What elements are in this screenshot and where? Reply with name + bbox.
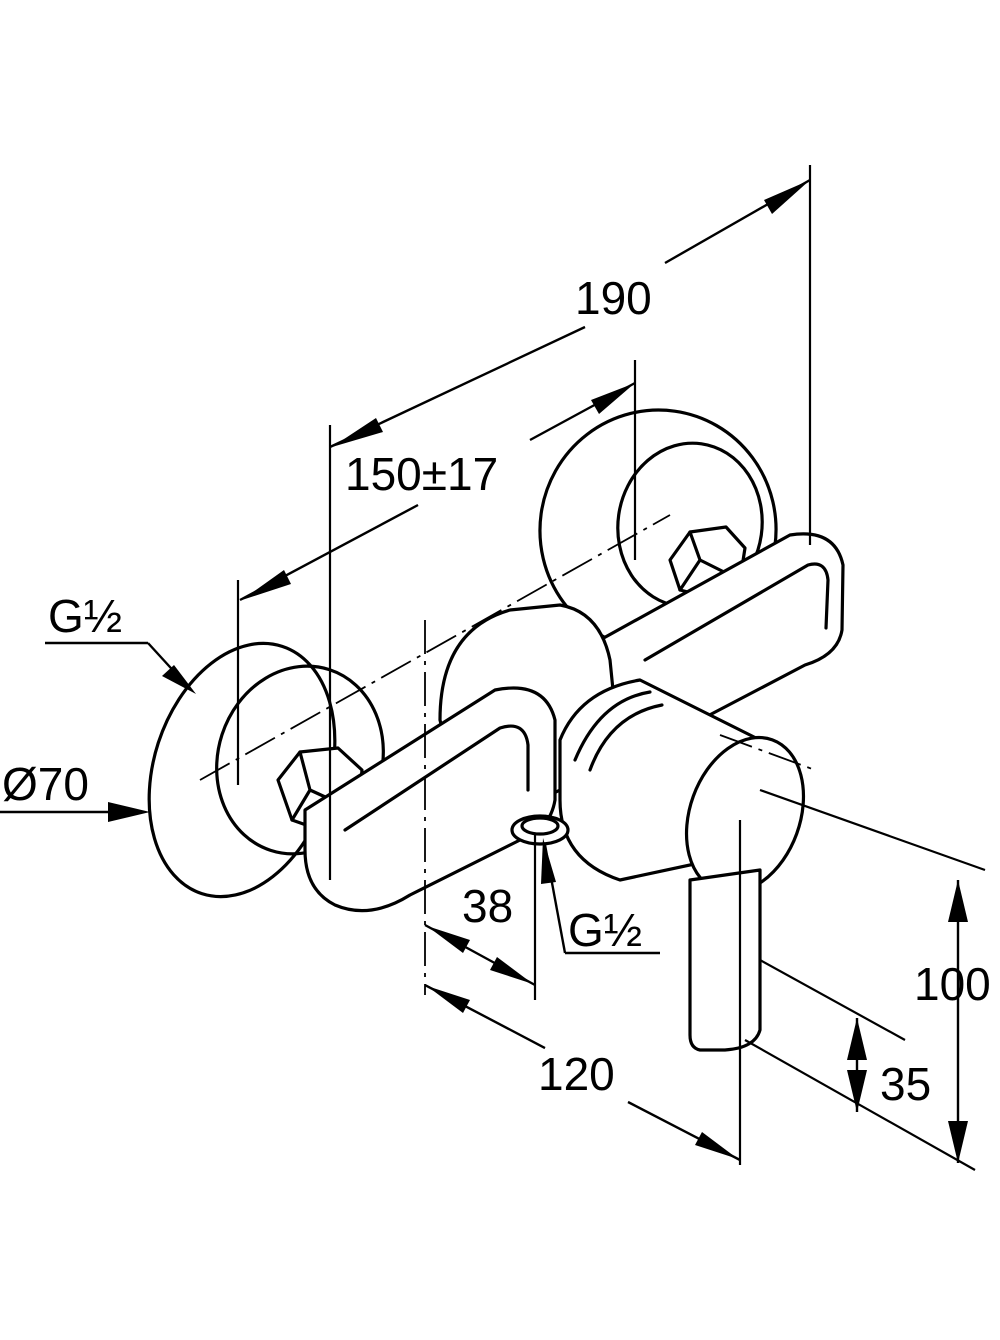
label-outlet-thread: G½ [568, 904, 642, 956]
callout-outlet-thread: G½ [541, 838, 660, 956]
dimension-190: 190 [329, 178, 811, 449]
label-outlet-height: 35 [880, 1058, 931, 1110]
dimension-35: 35 [847, 1018, 931, 1112]
label-overall-width: 190 [575, 272, 652, 324]
dimension-120: 120 [424, 983, 741, 1162]
callout-inlet-thread: G½ [45, 590, 196, 694]
label-outlet-offset: 38 [462, 880, 513, 932]
label-center-distance: 150±17 [345, 448, 498, 500]
dimension-100: 100 [914, 880, 991, 1163]
left-inlet-arm [303, 686, 557, 913]
dimension-150: 150±17 [239, 381, 636, 602]
dimension-38: 38 [424, 880, 536, 987]
label-projection: 120 [538, 1048, 615, 1100]
inlet-centerline [199, 514, 671, 781]
body-centerline [719, 734, 816, 771]
label-inlet-thread: G½ [48, 590, 122, 642]
lever-handle [688, 868, 762, 1052]
outlet-connection [510, 814, 570, 846]
label-total-height: 100 [914, 958, 991, 1010]
callout-rosette-diameter: Ø70 [0, 758, 150, 822]
label-rosette-diameter: Ø70 [2, 758, 89, 810]
